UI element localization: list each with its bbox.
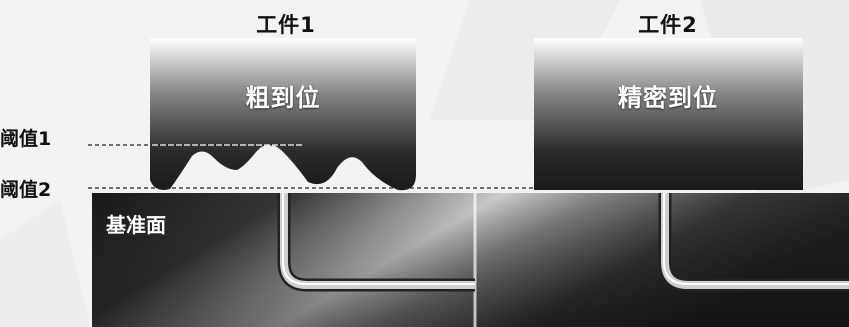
base-surface-label: 基准面 bbox=[106, 213, 166, 237]
workpiece-2-title: 工件2 bbox=[638, 13, 698, 37]
workpiece-1-state: 粗到位 bbox=[245, 84, 321, 112]
pipe-right bbox=[658, 193, 849, 292]
workpiece-2-block bbox=[534, 38, 803, 190]
threshold-1-label: 阈值1 bbox=[0, 128, 52, 150]
workpiece-2-state: 精密到位 bbox=[618, 84, 718, 112]
workpiece-1-block bbox=[150, 38, 416, 191]
workpiece-1-title: 工件1 bbox=[256, 13, 316, 37]
pipe-left bbox=[277, 193, 475, 292]
threshold-2-label: 阈值2 bbox=[0, 179, 52, 201]
